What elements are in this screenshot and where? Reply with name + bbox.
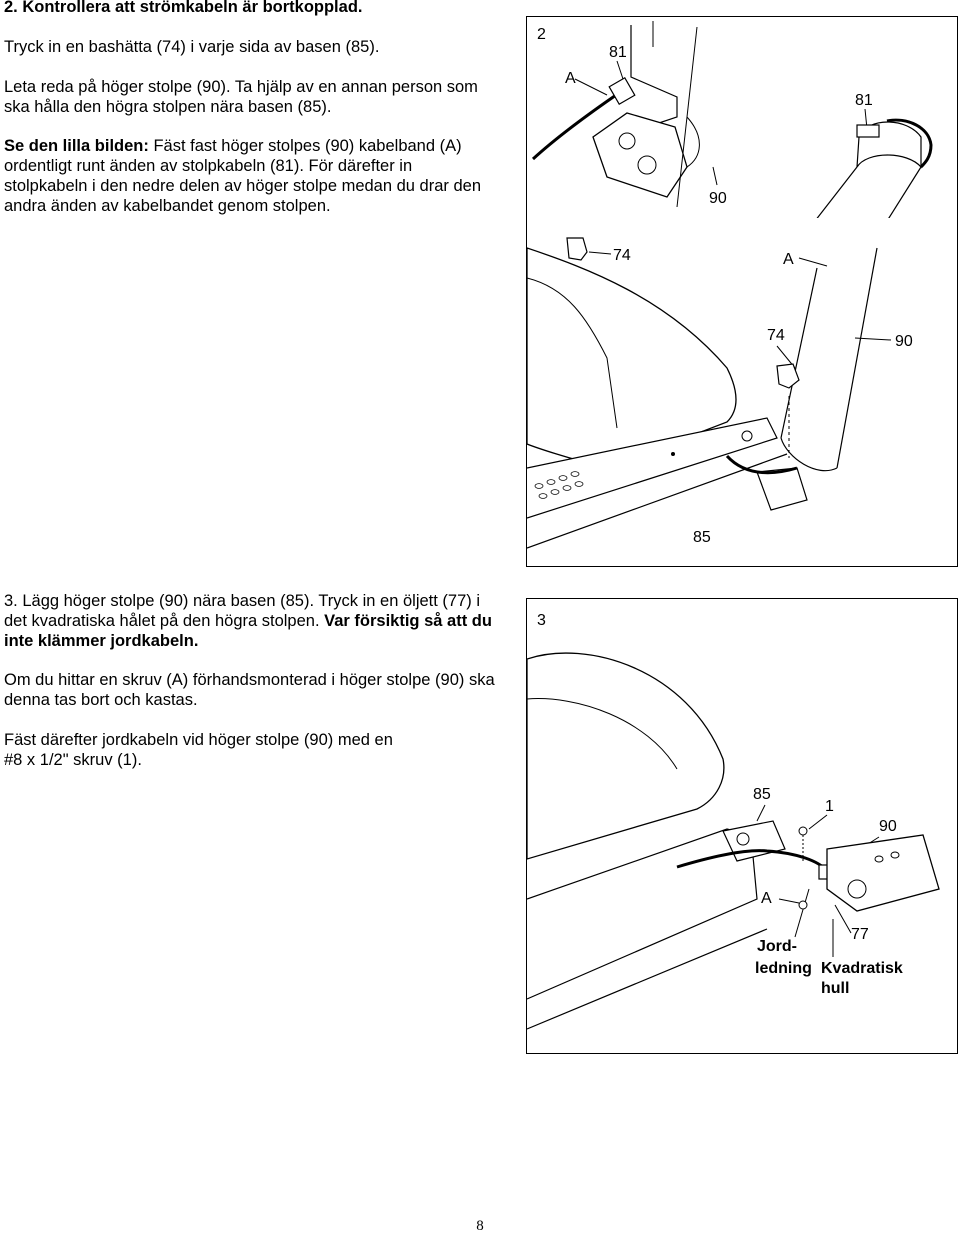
main-label-74-top: 74 — [613, 247, 631, 264]
step2-para1: Tryck in en bashätta (74) i varje sida a… — [4, 38, 380, 56]
main-label-85: 85 — [693, 529, 711, 546]
figure2-inset-drawing: 2 A 81 81 90 — [531, 21, 933, 221]
figure2-number: 2 — [537, 26, 546, 43]
step2-para2-line1: Leta reda på höger stolpe (90). Ta hjälp… — [4, 78, 478, 96]
step3-line1: 3. Lägg höger stolpe (90) nära basen (85… — [4, 592, 481, 610]
figure2-main-drawing: 74 A 74 90 85 — [527, 237, 913, 549]
step2-para3-line3: stolpkabeln i den nedre delen av höger s… — [4, 177, 482, 195]
figure3: 3 85 1 90 A 77 Jord- ledning Kvadratisk … — [526, 598, 958, 1054]
fig3-label-square-2: hull — [821, 980, 849, 997]
step3-para3-line2: #8 x 1/2" skruv (1). — [4, 751, 142, 769]
fig3-label-77: 77 — [851, 926, 869, 943]
main-label-a: A — [783, 251, 794, 268]
step2-para3-line2: ordentligt runt änden av stolpkabeln (81… — [4, 157, 413, 175]
figure3-number: 3 — [537, 612, 546, 629]
figure3-drawing: 3 85 1 90 A 77 Jord- ledning Kvadratisk … — [527, 612, 940, 1030]
step2-para2-line2: ska hålla den högra stolpen nära basen (… — [4, 98, 332, 116]
step3-line2-plain: det kvadratiska hålet på den högra stolp… — [4, 612, 325, 630]
fig3-label-ground-1: Jord- — [757, 938, 797, 955]
inset-label-81-right: 81 — [855, 92, 873, 109]
step3-para2-line1: Om du hittar en skruv (A) förhandsmonter… — [4, 671, 495, 689]
step3-caution-1: Var försiktig så att du — [324, 612, 492, 630]
figure2-inset: 2 A 81 81 90 — [526, 16, 958, 221]
step3-para3-line1: Fäst därefter jordkabeln vid höger stolp… — [4, 731, 393, 749]
step3-para2-line2: denna tas bort och kastas. — [4, 691, 198, 709]
inset-label-90: 90 — [709, 190, 727, 207]
step3-line2: det kvadratiska hålet på den högra stolp… — [4, 611, 492, 631]
step2-para3-rest: Fäst fast höger stolpes (90) kabelband (… — [148, 137, 462, 155]
step3-caution-2: inte klämmer jordkabeln. — [4, 632, 199, 650]
step2-para3-line1: Se den lilla bilden: Fäst fast höger sto… — [4, 136, 462, 156]
fig3-label-a: A — [761, 890, 772, 907]
page-number: 8 — [476, 1218, 484, 1234]
main-label-90: 90 — [895, 333, 913, 350]
fig3-label-ground-2: ledning — [755, 960, 812, 977]
figure2-main: 74 A 74 90 85 — [526, 218, 958, 567]
fig3-label-90: 90 — [879, 818, 897, 835]
fig3-label-square-1: Kvadratisk — [821, 960, 903, 977]
step2-para3-bold: Se den lilla bilden: — [4, 137, 149, 155]
inset-label-a: A — [565, 70, 576, 87]
fig3-label-85: 85 — [753, 786, 771, 803]
step2-para3-line4: andra änden av kabelbandet genom stolpen… — [4, 197, 331, 215]
main-label-74-mid: 74 — [767, 327, 785, 344]
inset-label-81-left: 81 — [609, 44, 627, 61]
step2-heading: 2. Kontrollera att strömkabeln är bortko… — [4, 0, 363, 16]
fig3-label-1: 1 — [825, 798, 834, 815]
